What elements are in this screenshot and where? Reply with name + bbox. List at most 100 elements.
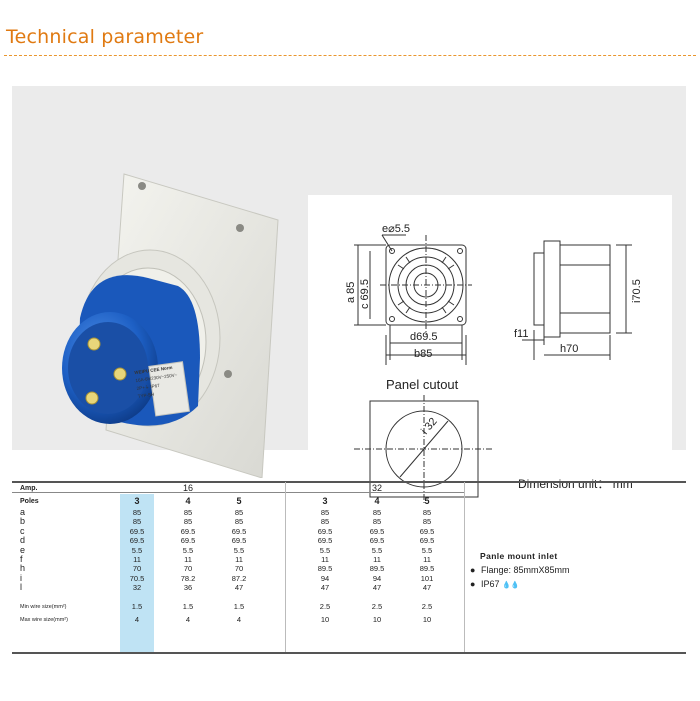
table-cell: 11 [235, 555, 243, 564]
table-cell: 5.5 [131, 545, 143, 555]
table-cell: 11 [373, 555, 381, 564]
table-cell: 69.5 [180, 536, 196, 546]
table-cell: 69.5 [419, 526, 435, 536]
poles-mark: 2P+⏚ [136, 384, 150, 392]
row-label: b [20, 516, 26, 527]
table-cell: 89.5 [317, 564, 333, 574]
table-cell: 5.5 [182, 545, 194, 555]
table-cell: 1.5 [131, 602, 143, 611]
table-cell: 70 [132, 564, 142, 574]
row-label: d [20, 535, 26, 546]
dim-d-label: d69.5 [410, 331, 438, 343]
table-cell: 47 [422, 583, 432, 593]
table-cell: 4 [236, 615, 242, 624]
table-cell: 11 [133, 555, 141, 564]
table-cell: 85 [422, 508, 432, 517]
table-cell: 69.5 [317, 536, 333, 546]
table-cell: 2.5 [421, 602, 433, 611]
table-cell: 85 [320, 517, 330, 527]
min-wire-label: Min wire size(mm²) [20, 604, 67, 610]
table-cell: 69.5 [180, 526, 196, 536]
row-label: f [20, 554, 23, 564]
poles-value: 4 [185, 496, 191, 506]
table-cell: 5.5 [421, 545, 433, 555]
table-cell: 5.5 [233, 545, 245, 555]
table-cell: 85 [372, 508, 382, 517]
table-cell: 4 [134, 615, 140, 624]
amp-value: 16 [182, 483, 193, 493]
column-separator [464, 482, 465, 652]
row-label: c [20, 525, 25, 536]
column-separator [285, 482, 286, 652]
flange-text: Flange: 85mmX85mm [481, 565, 570, 575]
title-divider [4, 55, 696, 56]
dim-i-label: i70.5 [631, 279, 643, 303]
product-photo [62, 173, 279, 478]
table-cell: 5.5 [319, 545, 331, 555]
table-cell: 69.5 [369, 526, 385, 536]
table-top-rule [12, 481, 686, 483]
table-cell: 11 [423, 555, 431, 564]
table-cell: 10 [422, 615, 432, 624]
note-ip: ● IP67 💧💧 [470, 579, 519, 589]
poles-label: Poles [20, 498, 39, 505]
brand-logo-text: WEIPU [134, 368, 150, 376]
row-label: a [20, 507, 26, 517]
table-cell: 1.5 [182, 602, 194, 611]
table-cell: 69.5 [129, 536, 145, 546]
table-cell: 85 [132, 508, 142, 517]
table-cell: 1.5 [233, 602, 245, 611]
amp-label: Amp. [20, 485, 38, 492]
table-cell: 10 [372, 615, 382, 624]
poles-value: 4 [374, 496, 380, 506]
notes-title: Panle mount inlet [480, 551, 558, 561]
table-cell: 69.5 [231, 536, 247, 546]
amp-value: 32 [371, 483, 382, 493]
table-cell: 89.5 [369, 564, 385, 574]
plug-label: WEIPU CEE Norm 16A-6h/230V~250V~ 2P+⏚ IP… [134, 363, 182, 401]
row-label: i [20, 572, 22, 583]
table-cell: 70 [183, 564, 193, 574]
table-cell: 85 [234, 517, 244, 527]
table-cell: 69.5 [317, 526, 333, 536]
dimension-drawing: e⌀5.5 a 85 c 69.5 d69.5 b85 i70.5 f11 h7… [345, 223, 643, 505]
table-cell: 85 [183, 517, 193, 527]
max-wire-label: Max wire size(mm²) [20, 617, 68, 623]
table-cell: 69.5 [231, 526, 247, 536]
dim-e-label: e⌀5.5 [382, 223, 410, 235]
table-cell: 47 [372, 583, 382, 593]
ip-label: IP67 [150, 382, 160, 390]
row-label: h [20, 563, 26, 574]
dim-b-label: b85 [414, 348, 432, 360]
row-label: l [20, 582, 22, 593]
note-flange: ● Flange: 85mmX85mm [470, 565, 570, 575]
table-cell: 87.2 [231, 573, 247, 583]
table-bottom-rule [12, 652, 686, 654]
table-cell: 2.5 [319, 602, 331, 611]
table-cell: 85 [320, 508, 330, 517]
table-cell: 32 [132, 583, 142, 593]
table-cell: 69.5 [419, 536, 435, 546]
poles-value: 3 [134, 496, 140, 506]
water-drop-icon: 💧💧 [502, 582, 520, 589]
bullet-icon: ● [470, 565, 476, 575]
table-cell: 78.2 [180, 573, 196, 583]
table-cell: 85 [372, 517, 382, 527]
table-cell: 85 [422, 517, 432, 527]
technical-drawing: e⌀5.5 a 85 c 69.5 d69.5 b85 i70.5 f11 h7… [308, 195, 672, 527]
poles-value: 3 [322, 496, 328, 506]
bullet-icon: ● [470, 579, 476, 589]
table-cell: 69.5 [129, 526, 145, 536]
product-hero-panel: WEIPU CEE Norm 16A-6h/230V~250V~ 2P+⏚ IP… [12, 86, 686, 527]
table-amp-rule [12, 492, 464, 493]
poles-value: 5 [424, 496, 430, 506]
cutout-title: Panel cutout [386, 377, 459, 392]
table-cell: 94 [320, 573, 330, 583]
table-cell: 5.5 [371, 545, 383, 555]
table-cell: 94 [372, 573, 382, 583]
ip-text: IP67 [481, 579, 500, 589]
table-cell: 11 [321, 555, 329, 564]
table-cell: 89.5 [419, 564, 435, 574]
poles-value: 5 [236, 496, 242, 506]
dim-a-label: a 85 [345, 282, 357, 303]
